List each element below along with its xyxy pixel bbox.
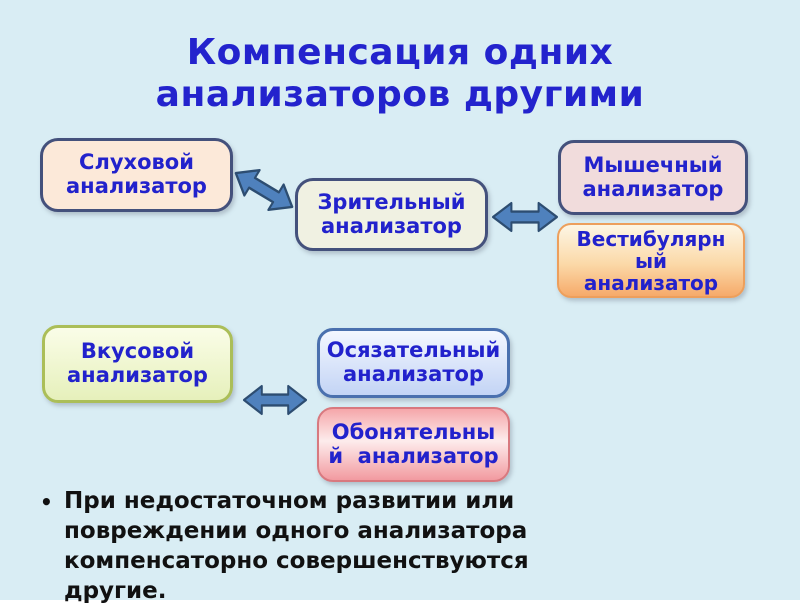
olfactory-analyzer-box: Обонятельны й анализатор — [317, 407, 510, 482]
auditory-analyzer-label-line2: анализатор — [66, 174, 207, 198]
slide-title-line1: Компенсация одних — [186, 32, 614, 73]
olfactory-analyzer-label-line1: Обонятельны — [331, 419, 496, 444]
muscular-analyzer-box: Мышечный анализатор — [558, 140, 748, 215]
vestibular-analyzer-label-line3: анализатор — [583, 270, 719, 295]
visual-analyzer-box: Зрительный анализатор — [295, 178, 488, 251]
gustatory-analyzer-label-line2: анализатор — [67, 363, 208, 387]
gustatory-analyzer-box: Вкусовой анализатор — [42, 325, 233, 403]
tactile-analyzer-label-line1: Осязательный — [326, 338, 501, 363]
bullet-text: При недостаточном развитии или поврежден… — [64, 488, 529, 604]
slide-title: Компенсация одних анализаторов другими — [0, 32, 800, 117]
vestibular-analyzer-label-line2: ый — [634, 248, 668, 273]
vestibular-analyzer-label-line1: Вестибулярн — [576, 226, 726, 251]
muscular-analyzer-label-line2: анализатор — [582, 176, 724, 201]
tactile-analyzer-label-line2: анализатор — [343, 362, 484, 386]
bullet-paragraph: • При недостаточном развитии или поврежд… — [40, 487, 592, 607]
slide-title-line2: анализаторов другими — [155, 74, 645, 116]
gustatory-analyzer-label-line1: Вкусовой — [80, 339, 195, 364]
visual-analyzer-label-line1: Зрительный — [317, 189, 466, 214]
visual-analyzer-label-line2: анализатор — [321, 213, 462, 238]
bullet-marker: • — [40, 490, 53, 514]
auditory-analyzer-box: Слуховой анализатор — [40, 138, 233, 212]
olfactory-analyzer-label-line2: й анализатор — [328, 443, 499, 468]
gustatory-tactile-double-arrow-icon — [242, 383, 308, 417]
tactile-analyzer-box: Осязательный анализатор — [317, 328, 510, 398]
auditory-analyzer-label-line1: Слуховой — [79, 150, 194, 175]
vestibular-analyzer-box: Вестибулярн ый анализатор — [557, 223, 745, 298]
muscular-analyzer-label-line1: Мышечный — [583, 152, 723, 177]
auditory-visual-double-arrow-icon — [225, 157, 304, 224]
visual-muscular-double-arrow-icon — [491, 200, 559, 234]
